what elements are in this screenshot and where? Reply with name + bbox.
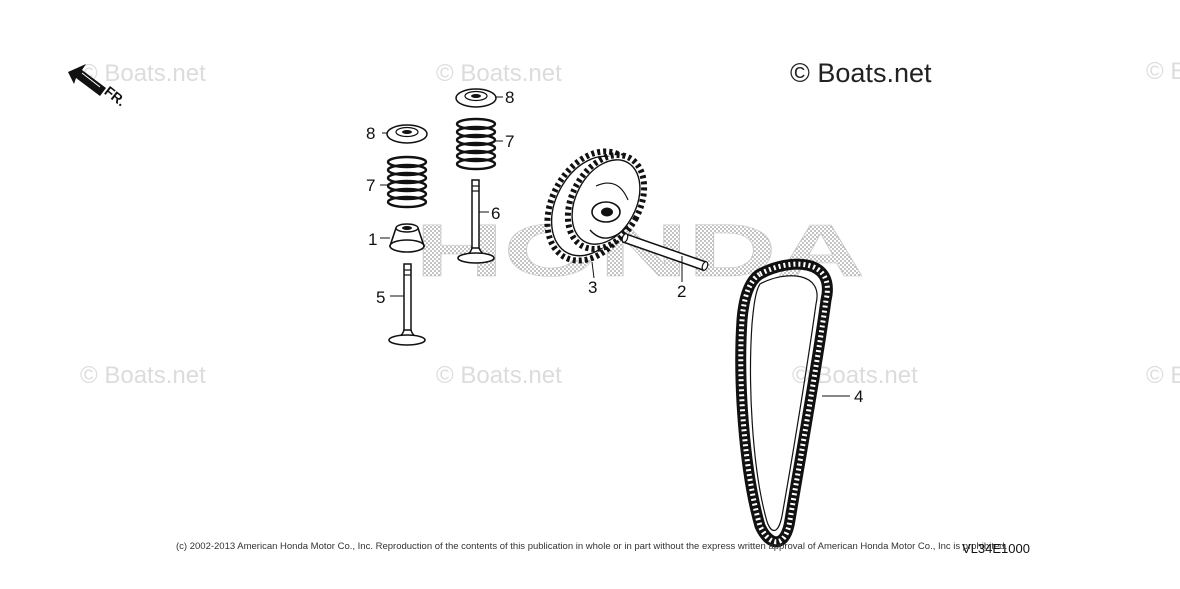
watermark: © B bbox=[1146, 58, 1180, 85]
callout-4: 4 bbox=[854, 387, 864, 406]
valve-stem-seal-icon bbox=[380, 223, 426, 253]
callout-2: 2 bbox=[677, 282, 687, 301]
callout-3: 3 bbox=[588, 278, 598, 297]
callout-8-right: 8 bbox=[505, 88, 515, 107]
copyright-notice: (c) 2002-2013 American Honda Motor Co., … bbox=[176, 541, 1008, 552]
valve-left-icon bbox=[388, 263, 426, 346]
valve-spring-right-icon bbox=[455, 117, 503, 171]
timing-belt-icon bbox=[735, 258, 850, 548]
callout-7-left: 7 bbox=[366, 176, 376, 195]
callout-6: 6 bbox=[491, 204, 501, 223]
front-direction-arrow-icon bbox=[68, 64, 106, 96]
watermark: © Boats.net bbox=[80, 60, 206, 87]
callout-8-left: 8 bbox=[366, 124, 376, 143]
watermark: © Boats.net bbox=[436, 362, 562, 389]
valve-spring-left-icon bbox=[380, 155, 428, 209]
callout-1: 1 bbox=[368, 230, 378, 249]
callout-5: 5 bbox=[376, 288, 386, 307]
callout-7-right: 7 bbox=[505, 132, 515, 151]
valve-right-icon bbox=[457, 179, 495, 264]
watermark: © Boats.net bbox=[80, 362, 206, 389]
watermark: © Boats.net bbox=[436, 60, 562, 87]
watermark: © B bbox=[1146, 362, 1180, 389]
pulley-pin-icon bbox=[621, 233, 709, 282]
valve-retainer-left-icon bbox=[382, 124, 428, 144]
background-logo: HONDA bbox=[415, 209, 865, 292]
diagram-code: VL34E1000 bbox=[962, 541, 1030, 556]
valve-retainer-right-icon bbox=[455, 88, 503, 108]
camshaft-pulley-icon bbox=[544, 148, 648, 279]
brand-label: © Boats.net bbox=[790, 58, 932, 88]
